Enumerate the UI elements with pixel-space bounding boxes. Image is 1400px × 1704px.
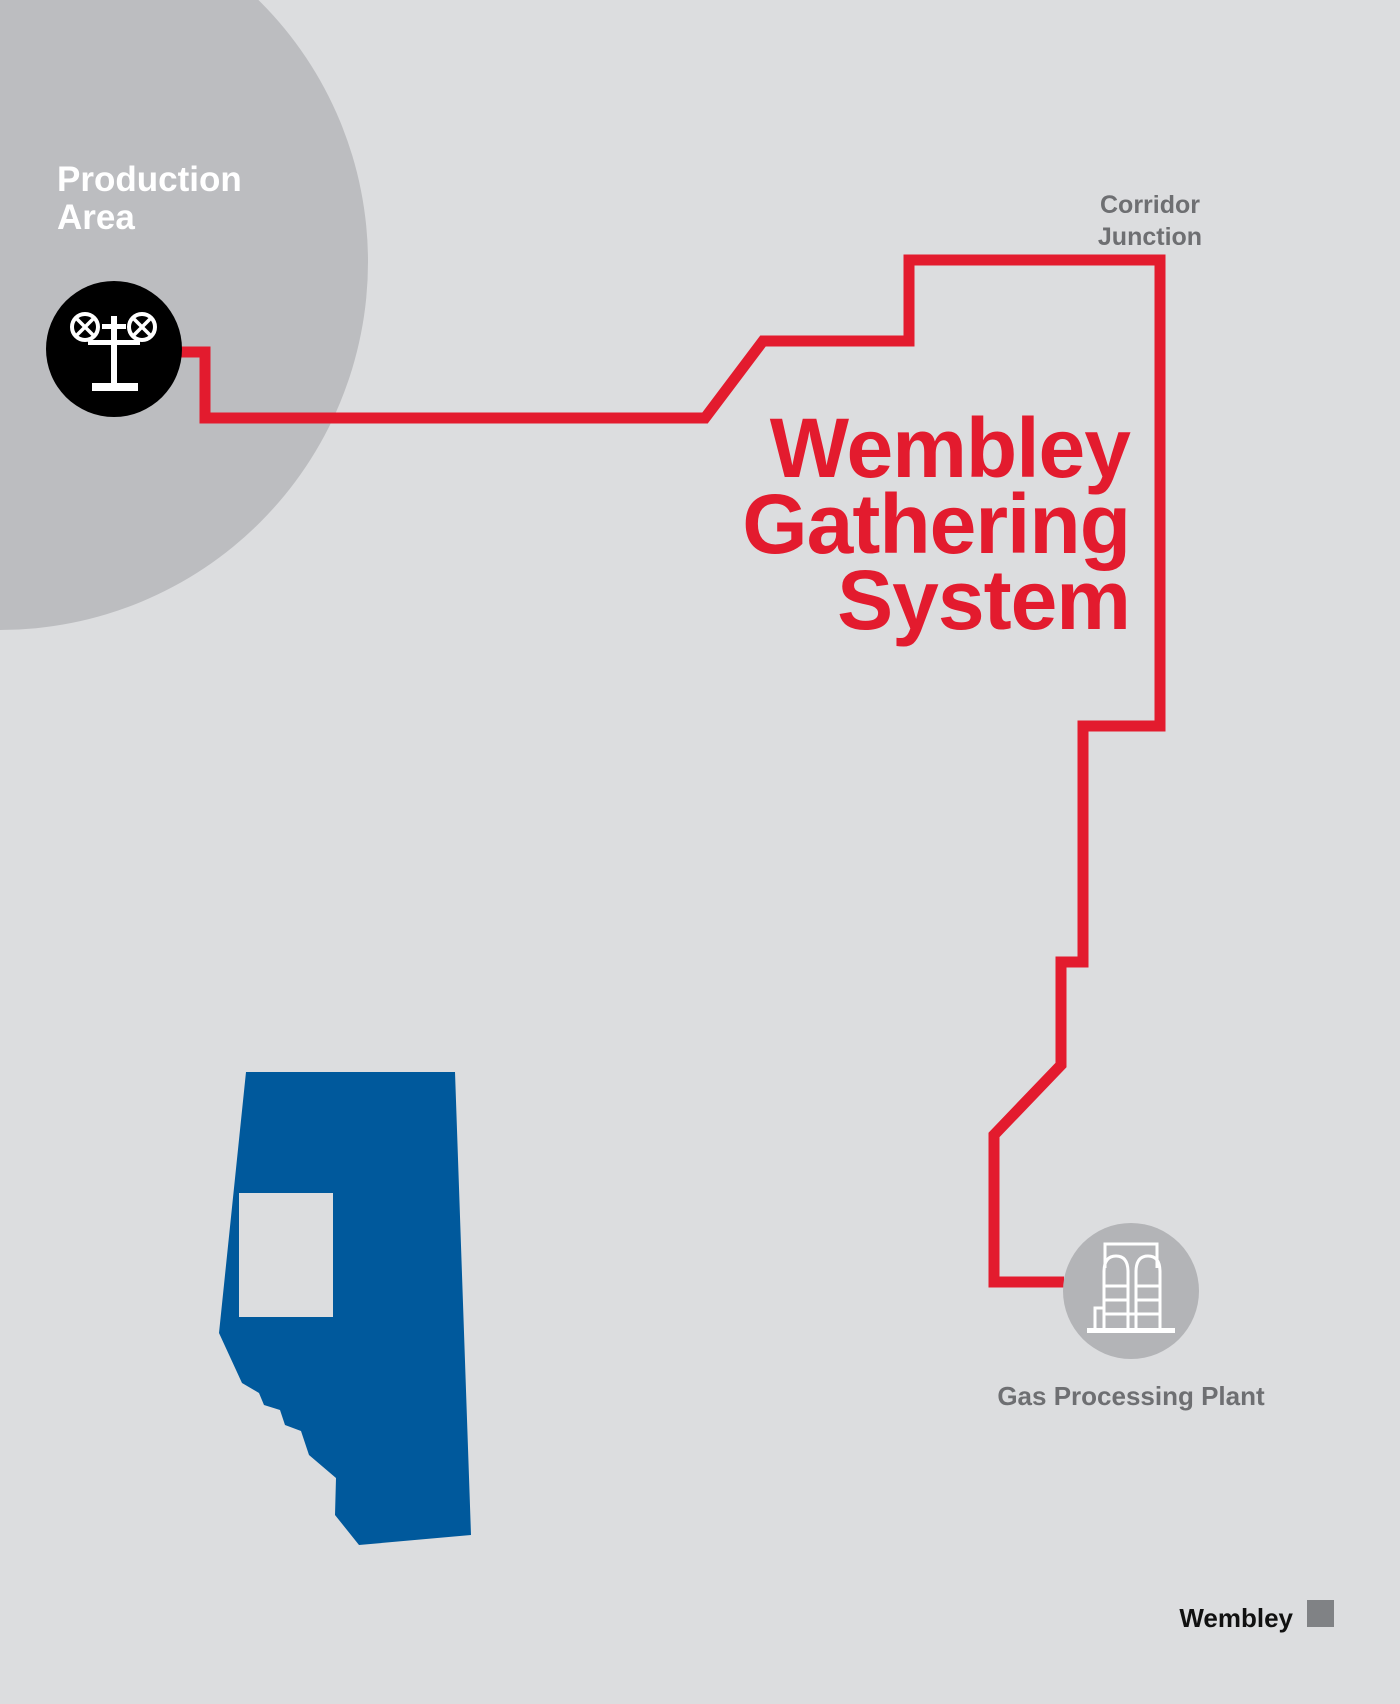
brand-name: Wembley: [1179, 1603, 1293, 1633]
map-title: Wembley Gathering System: [742, 401, 1131, 647]
province-outline: [219, 1072, 471, 1545]
production-area-zone: [0, 0, 368, 630]
pipeline-route: [181, 254, 1166, 1288]
brand-square: [1307, 1600, 1334, 1627]
production-area-label: Production Area: [57, 160, 242, 237]
wellhead-icon: [46, 281, 182, 417]
corridor-junction-label: Corridor Junction: [1097, 191, 1203, 251]
gas-plant-icon: [1063, 1223, 1199, 1359]
gas-plant-label: Gas Processing Plant: [997, 1381, 1265, 1411]
